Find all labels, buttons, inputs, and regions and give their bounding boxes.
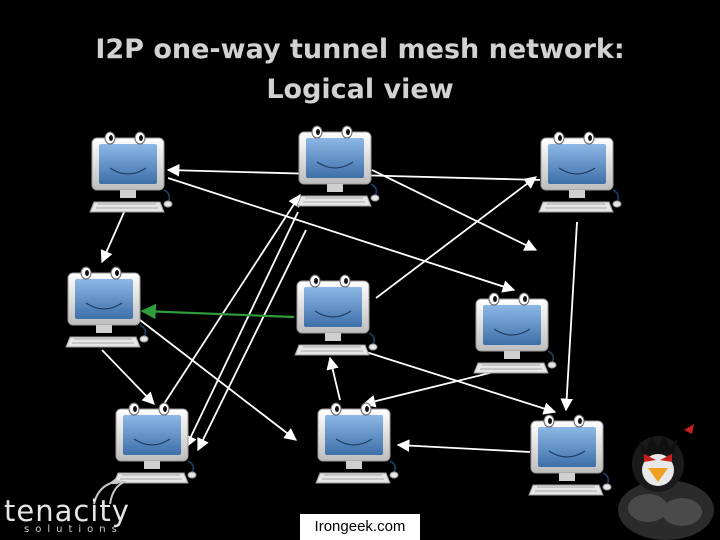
penguin-mascot-icon <box>618 424 714 540</box>
nodes-layer <box>65 125 622 496</box>
page-title: I2P one-way tunnel mesh network: Logical… <box>0 30 720 110</box>
computer-icon <box>113 402 197 484</box>
computer-icon <box>473 292 557 374</box>
title-line-2: Logical view <box>266 74 454 105</box>
computer-icon <box>296 125 380 207</box>
tenacity-bird-logo-icon <box>93 478 128 505</box>
brand-logo: tenacity solutions <box>4 474 144 536</box>
computer-icon <box>65 266 149 348</box>
edge-n3-to-n9 <box>560 221 578 412</box>
edge-n2-to-n7 <box>185 211 299 449</box>
edges-layer <box>100 164 578 453</box>
edge-n2-to-n9 <box>197 229 307 452</box>
edge-n5-to-n3 <box>375 176 538 299</box>
brand-tagline: solutions <box>24 524 123 535</box>
computer-icon <box>89 131 173 213</box>
edge-n6-to-n8 <box>362 367 511 408</box>
computer-icon <box>538 131 622 213</box>
edge-n4-to-n9 <box>139 319 297 441</box>
brand-name: tenacity <box>4 494 130 528</box>
computer-icon <box>294 274 378 356</box>
edge-n9-to-n8 <box>396 439 531 453</box>
computer-icon <box>315 402 399 484</box>
edge-n5-to-n4 <box>140 303 295 320</box>
edge-n2-to-n3 <box>371 169 538 251</box>
edge-n1-to-n6 <box>167 177 516 293</box>
title-line-1: I2P one-way tunnel mesh network: <box>95 34 625 65</box>
computer-icon <box>528 414 612 496</box>
edge-n8-to-n5 <box>326 356 341 401</box>
edge-n4-to-n7 <box>101 349 155 405</box>
footer-credit: Irongeek.com <box>300 514 420 540</box>
edge-n1-to-n4 <box>100 209 126 264</box>
edge-n5-to-n6 <box>365 351 557 415</box>
edge-n7-to-n2 <box>159 193 301 411</box>
